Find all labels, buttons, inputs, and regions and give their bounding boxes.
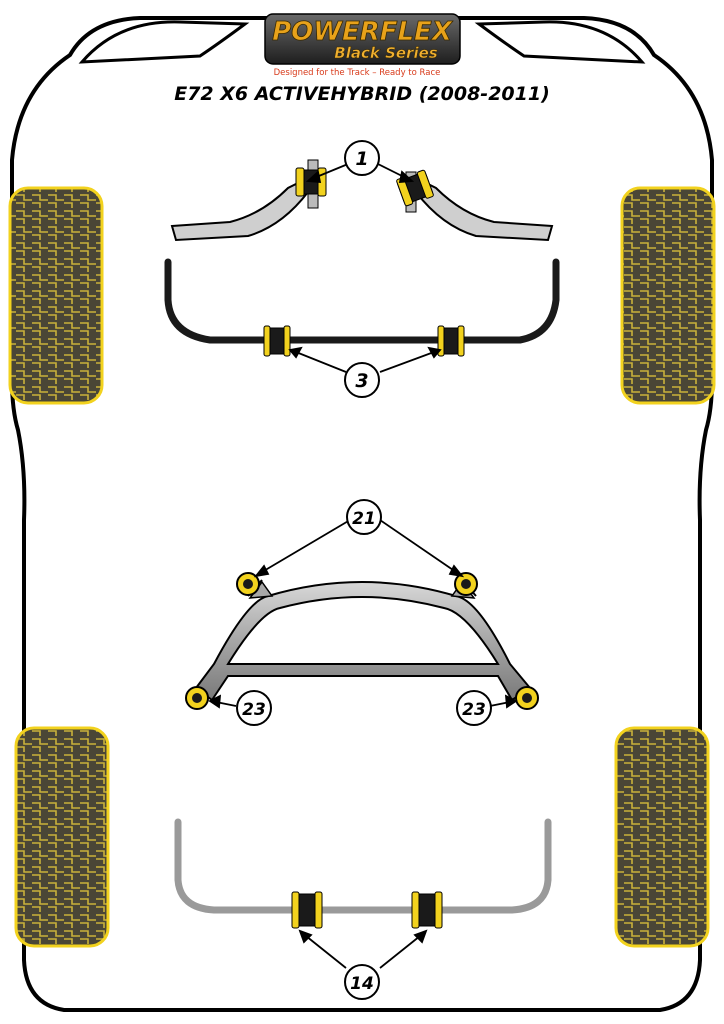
callout-21: 21 (346, 499, 382, 535)
callout-1-label: 1 (355, 148, 368, 170)
front-anti-roll-bar (164, 258, 560, 344)
tyre-front-left (8, 186, 104, 405)
logo-badge (264, 13, 461, 65)
logo-series: Black Series (334, 44, 437, 62)
subframe-bush-front-left (236, 572, 260, 596)
rear-subframe (194, 579, 532, 702)
logo-tagline: Designed for the Track – Ready to Race (274, 68, 441, 78)
front-arb-bush-right (437, 325, 465, 357)
logo-brand: POWERFLEX (272, 17, 454, 47)
tyre-rear-left (14, 726, 110, 948)
diagram-title: E72 X6 ACTIVEHYBRID (2008-2011) (174, 83, 550, 105)
subframe-bush-rear-left (185, 686, 209, 710)
callout-14-label: 14 (350, 974, 374, 994)
rear-arb-bush-right (411, 891, 443, 929)
rear-arb-bush-left (291, 891, 323, 929)
tyre-rear-right (614, 726, 710, 948)
callout-3-label: 3 (355, 370, 368, 392)
callout-14: 14 (344, 964, 380, 1000)
tyre-front-right (620, 186, 716, 405)
car-body-outline (10, 16, 714, 1012)
callout-23-right: 23 (456, 690, 492, 726)
leader-lines (208, 163, 518, 969)
callout-23-left-label: 23 (242, 700, 266, 720)
callout-3: 3 (344, 362, 380, 398)
callout-21-label: 21 (352, 509, 376, 529)
front-arb-bush-left (263, 325, 291, 357)
powerflex-logo: POWERFLEX Black Series Designed for the … (264, 13, 461, 78)
subframe-bush-front-right (454, 572, 478, 596)
rear-anti-roll-bar (174, 818, 552, 914)
callout-1: 1 (344, 140, 380, 176)
callout-23-left: 23 (236, 690, 272, 726)
subframe-bush-rear-right (515, 686, 539, 710)
callout-23-right-label: 23 (462, 700, 486, 720)
front-drop-link-arm-left (170, 180, 310, 242)
front-drop-link-arm-right (414, 180, 554, 242)
